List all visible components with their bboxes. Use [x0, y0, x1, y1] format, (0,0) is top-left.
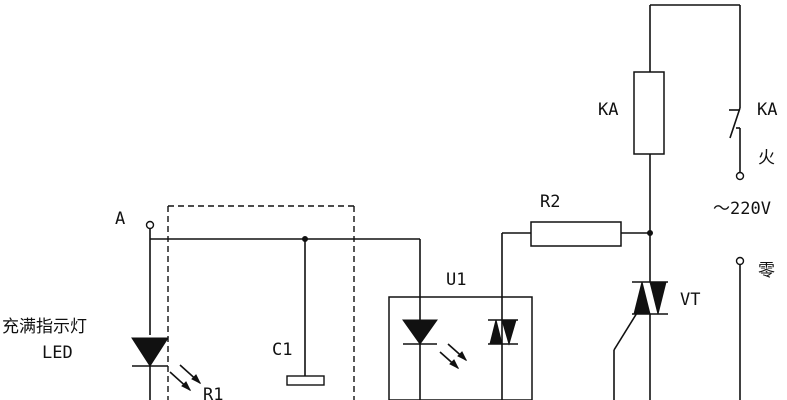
neutral-label: 零	[758, 261, 775, 281]
node-a	[145, 220, 420, 335]
optocoupler-u1	[388, 233, 533, 400]
fire-label: 火	[758, 148, 775, 168]
c1-label: C1	[272, 340, 292, 360]
u1-label: U1	[446, 270, 466, 290]
triac-vt	[613, 281, 668, 400]
voltage-label: ～220V	[713, 199, 771, 219]
relay-switch-ka	[729, 5, 745, 181]
r2-label: R2	[540, 192, 560, 212]
relay-coil-ka	[633, 4, 740, 282]
neutral-terminal	[735, 256, 745, 400]
led-diode	[131, 337, 202, 400]
capacitor-c1	[286, 239, 325, 386]
vt-label: VT	[680, 290, 700, 310]
ka-coil-label: KA	[598, 100, 618, 120]
ka-switch-label: KA	[757, 100, 777, 120]
led-name: LED	[42, 343, 73, 363]
node-a-label: A	[115, 209, 125, 229]
r1-label: R1	[203, 385, 223, 400]
resistor-r2	[502, 221, 653, 247]
dashed-enclosure	[167, 205, 355, 400]
led-caption: 充满指示灯	[2, 317, 87, 337]
